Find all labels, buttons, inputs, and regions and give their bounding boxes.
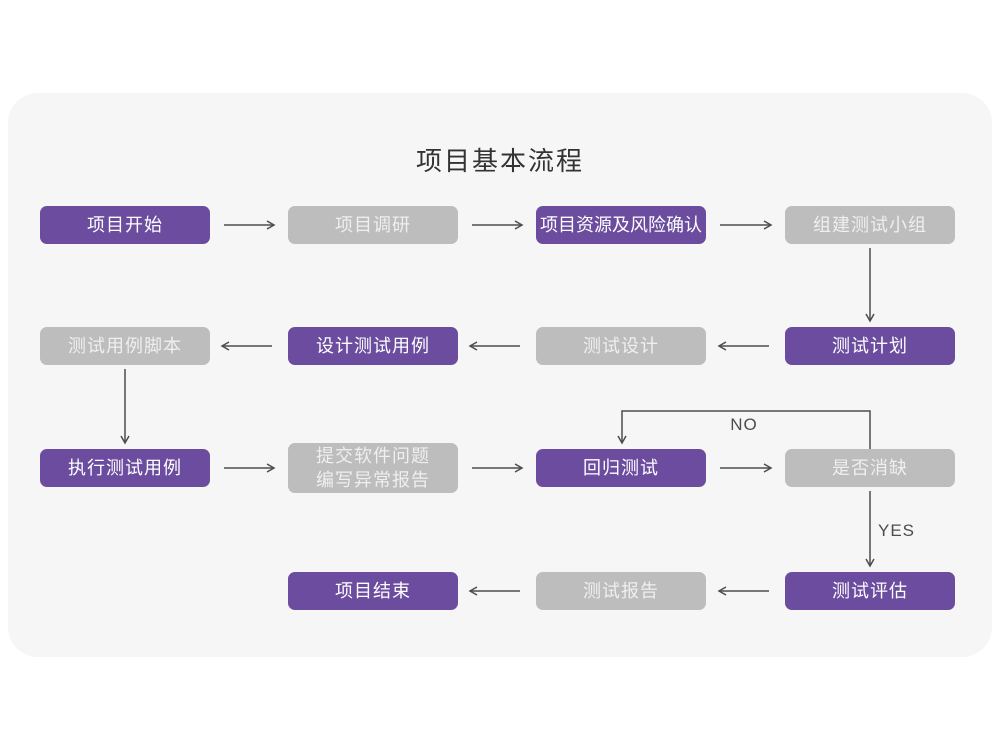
flow-node-build-test-team: 组建测试小组 [785,206,955,244]
flow-node-test-evaluation: 测试评估 [785,572,955,610]
edge-label-yes: YES [878,521,916,540]
flow-node-test-report: 测试报告 [536,572,706,610]
flowchart-card [8,93,992,657]
flow-node-test-case-script: 测试用例脚本 [40,327,210,365]
flow-node-project-start: 项目开始 [40,206,210,244]
page-title: 项目基本流程 [415,146,584,176]
flow-node-test-design: 测试设计 [536,327,706,365]
flow-node-submit-issue-report: 提交软件问题 编写异常报告 [288,443,458,493]
flow-node-test-plan: 测试计划 [785,327,955,365]
edge-label-no: NO [730,415,758,434]
flow-node-defect-cleared: 是否消缺 [785,449,955,487]
flow-node-project-resources-risk: 项目资源及风险确认 [536,206,706,244]
flow-node-project-research: 项目调研 [288,206,458,244]
flow-node-regression-test: 回归测试 [536,449,706,487]
flow-node-execute-test-cases: 执行测试用例 [40,449,210,487]
flow-node-project-end: 项目结束 [288,572,458,610]
flow-node-design-test-cases: 设计测试用例 [288,327,458,365]
